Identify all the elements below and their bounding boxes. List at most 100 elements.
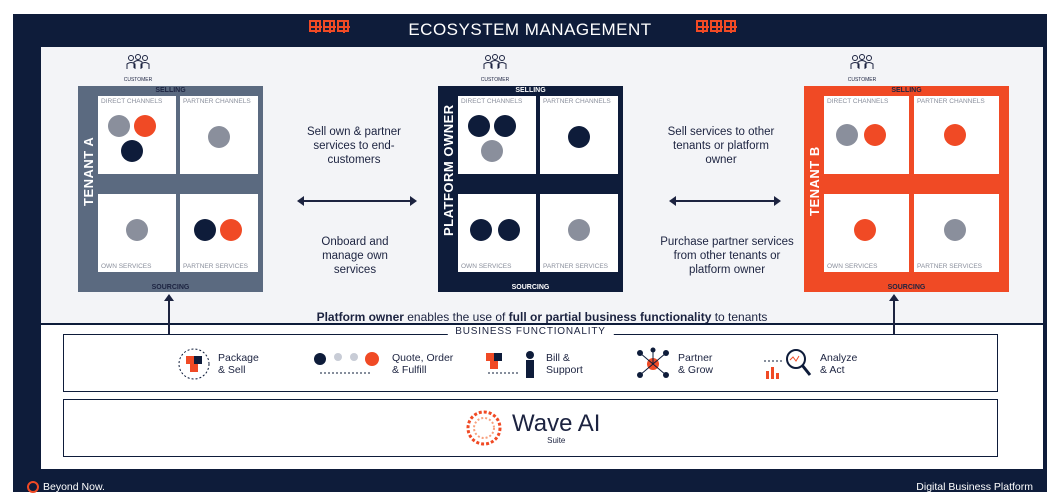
page-title: ECOSYSTEM MANAGEMENT xyxy=(408,20,652,39)
billing-person-icon xyxy=(486,351,534,378)
wave-ai-box: Wave AI Suite xyxy=(63,399,998,457)
sell-services-text: Sell services to other tenants or platfo… xyxy=(667,126,775,166)
cell-label: PARTNER SERVICES xyxy=(917,263,983,270)
partner-services-cell: PARTNER SERVICES xyxy=(914,194,999,272)
customer-icon xyxy=(850,54,874,69)
own-services-cell: OWN SERVICES xyxy=(458,194,536,272)
cell-label: PARTNER CHANNELS xyxy=(917,98,985,105)
cell-label: OWN SERVICES xyxy=(461,263,512,270)
wave-ai-ring-icon xyxy=(466,410,502,446)
wave-ai-sub: Suite xyxy=(547,435,566,445)
bidirectional-arrow-left xyxy=(297,196,417,206)
direct-channels-cell: DIRECT CHANNELS xyxy=(458,96,536,174)
customer-label-b: CUSTOMER xyxy=(847,77,877,83)
package-sell-item: Package& Sell xyxy=(176,347,259,381)
beyond-now-logo-icon xyxy=(27,481,39,494)
cloud-icon xyxy=(836,124,858,146)
cell-label: DIRECT CHANNELS xyxy=(461,98,523,105)
cell-label: DIRECT CHANNELS xyxy=(101,98,163,105)
item-line2: & Fulfill xyxy=(392,364,427,376)
purchase-text: Purchase partner services from other ten… xyxy=(660,236,794,276)
grid-icon-left xyxy=(309,20,350,33)
cloud-icon xyxy=(126,219,148,241)
onboard-text: Onboard and manage own services xyxy=(321,236,389,276)
item-line1: Quote, Order xyxy=(392,352,454,364)
mobile-icon xyxy=(194,219,216,241)
cell-label: PARTNER CHANNELS xyxy=(183,98,251,105)
customer-icon xyxy=(483,54,507,69)
money-bag-icon xyxy=(220,219,242,241)
wifi-icon xyxy=(468,115,490,137)
cloud-icon xyxy=(108,115,130,137)
bidirectional-arrow-right xyxy=(669,196,781,206)
wave-ai-wordmark: Wave AI Suite xyxy=(512,409,601,445)
direct-channels-cell: DIRECT CHANNELS xyxy=(98,96,176,174)
cell-label: PARTNER SERVICES xyxy=(183,263,249,270)
sourcing-label: SOURCING xyxy=(511,284,550,291)
customer-icon xyxy=(126,54,150,69)
cell-label: OWN SERVICES xyxy=(101,263,152,270)
selling-label: SELLING xyxy=(155,87,186,94)
header-bar: ECOSYSTEM MANAGEMENT xyxy=(13,14,1047,46)
sourcing-label: SOURCING xyxy=(887,284,926,291)
item-line1: Partner xyxy=(678,352,713,364)
cell-label: PARTNER CHANNELS xyxy=(543,98,611,105)
money-bag-icon xyxy=(864,124,886,146)
footer-left-text: Beyond Now. xyxy=(43,481,105,493)
footer-brand: Beyond Now. xyxy=(27,481,105,494)
tenant-b-block: SELLING TENANT B DIRECT CHANNELS PARTNER… xyxy=(804,86,1009,292)
divider-line xyxy=(13,323,1047,325)
wave-ai-logo: Wave AI Suite xyxy=(464,408,600,448)
enables-post: to tenants xyxy=(711,310,768,324)
customer-label-a: CUSTOMER xyxy=(123,77,153,83)
up-arrow-left xyxy=(164,294,174,334)
ecosystem-panel: CUSTOMER CUSTOMER CUSTOMER SELLING TENAN… xyxy=(41,47,1043,339)
enables-text: Platform owner enables the use of full o… xyxy=(41,310,1043,324)
direct-channels-cell: DIRECT CHANNELS xyxy=(824,96,909,174)
grid-icon-right xyxy=(696,20,737,33)
item-line2: & Grow xyxy=(678,364,714,376)
platform-owner-label: PLATFORM OWNER xyxy=(441,104,456,236)
tenant-a-label: TENANT A xyxy=(81,136,96,206)
cloud-icon xyxy=(208,126,230,148)
quote-order-item: Quote, Order& Fulfill xyxy=(310,347,453,381)
mobile-icon xyxy=(568,126,590,148)
selling-label: SELLING xyxy=(515,87,546,94)
platform-owner-block: SELLING PLATFORM OWNER DIRECT CHANNELS P… xyxy=(438,86,623,292)
mobile-icon xyxy=(498,219,520,241)
item-line2: & Sell xyxy=(218,364,246,376)
item-line1: Package xyxy=(218,352,259,364)
network-hub-icon xyxy=(637,347,669,378)
footer-right-text: Digital Business Platform xyxy=(916,481,1033,493)
tenant-b-label: TENANT B xyxy=(807,146,822,216)
own-services-cell: OWN SERVICES xyxy=(824,194,909,272)
enables-mid: enables the use of xyxy=(403,310,509,324)
cloud-icon xyxy=(944,219,966,241)
business-functionality-title: BUSINESS FUNCTIONALITY xyxy=(447,326,614,337)
cell-label: DIRECT CHANNELS xyxy=(827,98,889,105)
partner-channels-cell: PARTNER CHANNELS xyxy=(540,96,618,174)
partner-channels-cell: PARTNER CHANNELS xyxy=(180,96,258,174)
tenant-a-block: SELLING TENANT A DIRECT CHANNELS PARTNER… xyxy=(78,86,263,292)
cloud-icon xyxy=(568,219,590,241)
money-bag-icon xyxy=(134,115,156,137)
partner-channels-cell: PARTNER CHANNELS xyxy=(914,96,999,174)
enables-bold: full or partial business functionality xyxy=(508,310,712,324)
cloud-icon xyxy=(481,140,503,162)
item-line2: Support xyxy=(546,364,583,376)
bill-support-item: Bill &Support xyxy=(484,347,583,381)
wifi-icon xyxy=(470,219,492,241)
analyze-act-item: Analyze& Act xyxy=(762,347,857,381)
up-arrow-right xyxy=(889,294,899,334)
item-line1: Bill & xyxy=(546,352,570,364)
wave-ai-name: Wave AI xyxy=(512,409,601,437)
customer-label-owner: CUSTOMER xyxy=(480,77,510,83)
cell-label: OWN SERVICES xyxy=(827,263,878,270)
sourcing-label: SOURCING xyxy=(151,284,190,291)
mobile-icon xyxy=(121,140,143,162)
cell-label: PARTNER SERVICES xyxy=(543,263,609,270)
analytics-magnifier-icon xyxy=(764,349,812,379)
money-bag-icon xyxy=(944,124,966,146)
business-functionality-box: BUSINESS FUNCTIONALITY Package& Sell Quo… xyxy=(63,326,998,392)
partner-grow-item: Partner& Grow xyxy=(634,347,713,381)
